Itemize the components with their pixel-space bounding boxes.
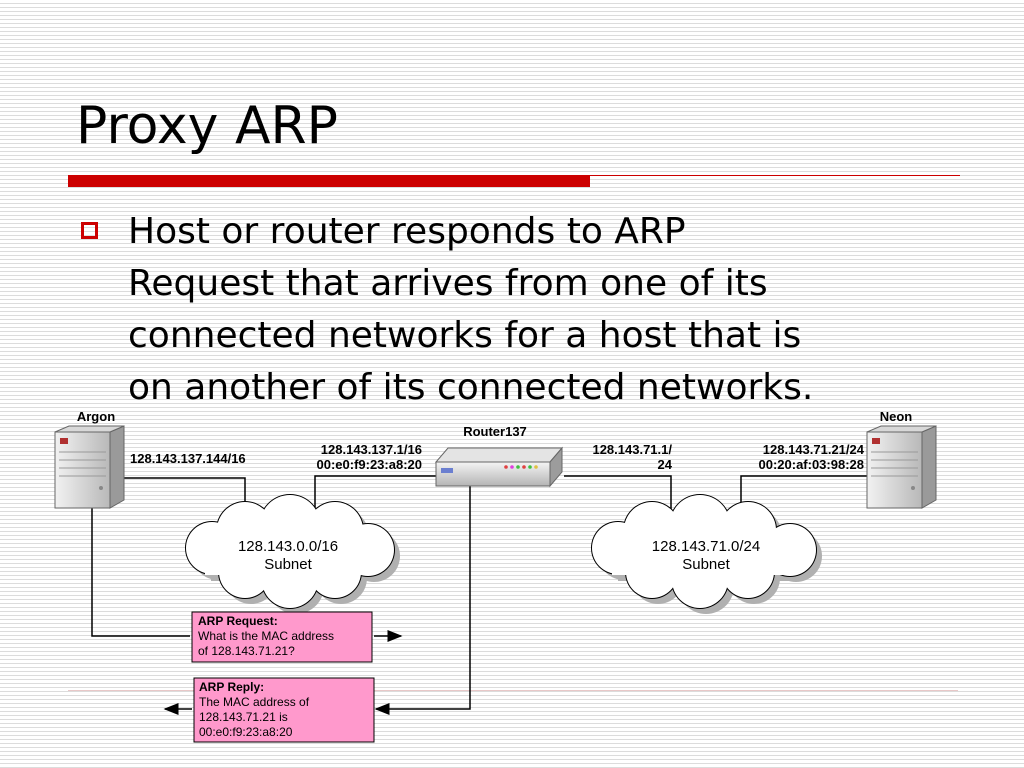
bullet-square-icon xyxy=(81,222,98,239)
bullet-line: on another of its connected networks. xyxy=(128,367,814,408)
router-reply-path xyxy=(374,486,471,715)
arp-request-heading: ARP Request: xyxy=(198,614,278,628)
subnet-cloud-right: 128.143.71.0/24 Subnet xyxy=(591,494,822,614)
subnet-label: Subnet xyxy=(682,556,730,573)
arp-reply-line: 128.143.71.21 is xyxy=(199,710,288,724)
arp-request-line: of 128.143.71.21? xyxy=(198,644,295,658)
bullet-line: Request that arrives from one of its xyxy=(128,263,768,304)
title-underline-thin xyxy=(590,175,960,176)
arp-request-box: ARP Request: What is the MAC address of … xyxy=(191,611,373,663)
arp-reply-line: 00:e0:f9:23:a8:20 xyxy=(199,725,293,739)
network-links xyxy=(91,475,869,715)
bullet-text: Host or router responds to ARP Request t… xyxy=(128,206,988,414)
router-name-label: Router137 xyxy=(463,424,527,439)
router-right-link xyxy=(564,475,672,522)
argon-server-icon xyxy=(54,425,125,509)
subnet-network: 128.143.0.0/16 xyxy=(238,538,338,555)
subnet-cloud-left: 128.143.0.0/16 Subnet xyxy=(185,494,400,614)
arp-reply-line: The MAC address of xyxy=(199,695,310,709)
router-left-mac-label: 00:e0:f9:23:a8:20 xyxy=(316,457,422,472)
subnet-label: Subnet xyxy=(264,556,312,573)
neon-mac-label: 00:20:af:03:98:28 xyxy=(758,457,864,472)
arp-request-line: What is the MAC address xyxy=(198,629,334,643)
footer-divider xyxy=(68,690,958,691)
bullet-line: Host or router responds to ARP xyxy=(128,211,686,252)
neon-ip-label: 128.143.71.21/24 xyxy=(763,442,865,457)
arp-reply-box: ARP Reply: The MAC address of 128.143.71… xyxy=(193,677,375,743)
arp-reply-heading: ARP Reply: xyxy=(199,680,264,694)
argon-name-label: Argon xyxy=(77,409,115,424)
router-right-ip-label: 128.143.71.1/ xyxy=(592,442,672,457)
router-left-link xyxy=(314,475,436,522)
title-underline xyxy=(68,175,590,187)
argon-request-path xyxy=(91,508,190,637)
router-left-ip-label: 128.143.137.1/16 xyxy=(321,442,422,457)
bullet-line: connected networks for a host that is xyxy=(128,315,802,356)
neon-name-label: Neon xyxy=(880,409,913,424)
router-right-ip-label-cont: 24 xyxy=(658,457,673,472)
subnet-network: 128.143.71.0/24 xyxy=(652,538,760,555)
slide-title: Proxy ARP xyxy=(76,96,339,156)
argon-ip-label: 128.143.137.144/16 xyxy=(130,451,246,466)
neon-server-icon xyxy=(866,425,937,509)
router-icon xyxy=(434,446,564,488)
